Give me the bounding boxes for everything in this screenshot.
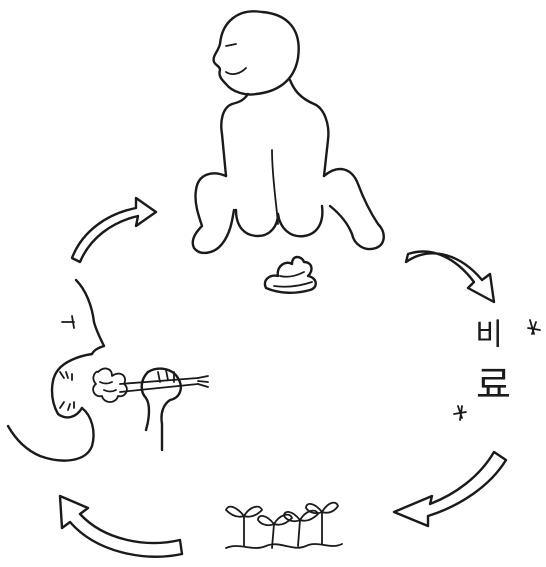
bottom-left-arrow [60, 496, 182, 557]
sprouts-icon [226, 503, 342, 548]
top-left-arrow [72, 198, 156, 262]
top-right-arrow [406, 252, 494, 302]
fertilizer-label-line1: 비 [470, 318, 500, 348]
fertilizer-label-line2: 료 [476, 366, 511, 404]
person-squatting-icon [193, 11, 384, 253]
bottom-right-arrow [394, 452, 506, 526]
poop-icon [265, 257, 316, 293]
fertilizer-label: 비 료 [462, 318, 522, 418]
person-eating-icon [8, 280, 208, 461]
